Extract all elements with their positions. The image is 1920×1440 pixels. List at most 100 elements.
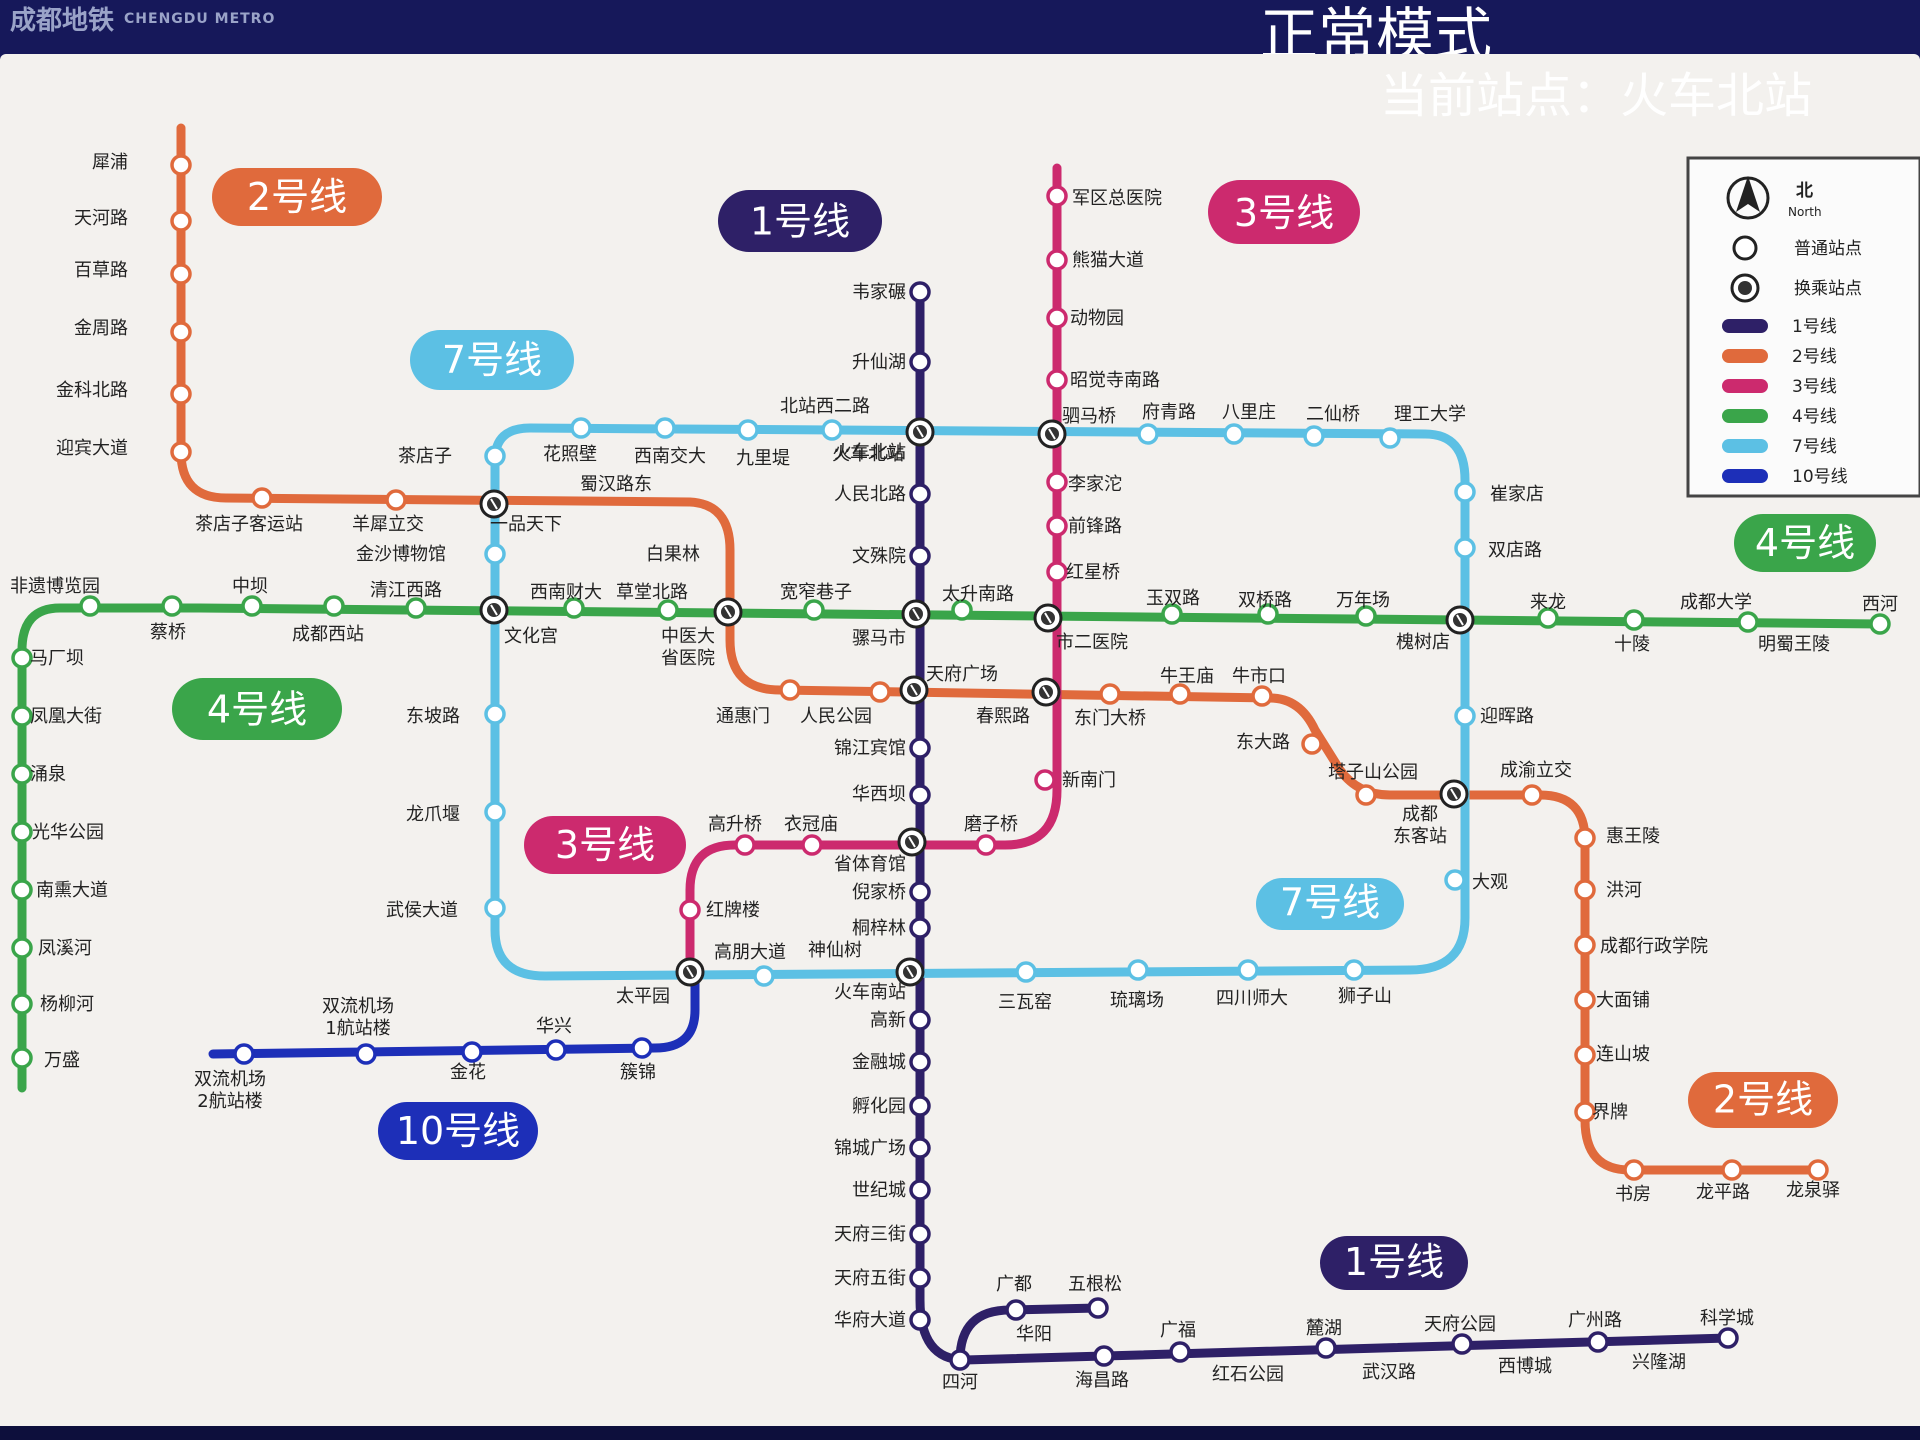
station-label-line7-19: 琉璃场	[1110, 990, 1164, 1011]
line7-station-17	[753, 965, 775, 987]
station-label-line7-10: 理工大学	[1394, 404, 1466, 425]
line1-station-16	[949, 1349, 971, 1371]
line4-station-3	[1537, 607, 1559, 629]
line4-station-9	[657, 599, 679, 621]
line2-station-12	[1251, 685, 1273, 707]
line1-station-6	[909, 881, 931, 903]
legend-swatch-line3	[1722, 379, 1768, 393]
station-label-line7-4: 北站西二路	[780, 396, 870, 417]
station-label-line1-22: 广都	[996, 1274, 1032, 1295]
station-label-line1-19: 天府五街	[834, 1268, 906, 1289]
transfer-station-0	[905, 417, 935, 447]
line4-station-14	[161, 595, 183, 617]
station-label-line1-14: 金融城	[852, 1052, 906, 1073]
station-label-line7-12: 双店路	[1488, 540, 1542, 561]
line7-station-11	[1454, 705, 1476, 727]
station-label-line2_west-17: 牛王庙	[1160, 666, 1214, 687]
station-label-line10-3: 金花	[450, 1062, 486, 1083]
line2-station-9	[869, 681, 891, 703]
line1-station-8	[909, 1009, 931, 1031]
line-badge-text-0: 2号线	[247, 175, 347, 219]
line1-station-22	[1717, 1327, 1739, 1349]
legend-north-en: North	[1788, 205, 1822, 219]
line4-station-12	[323, 595, 345, 617]
line2-path	[176, 123, 1823, 1175]
station-label-line1-7: 锦江宾馆	[834, 738, 906, 759]
line1-station-23	[1005, 1299, 1027, 1321]
line-badge-text-8: 10号线	[396, 1109, 520, 1153]
station-label-line1-24: 华阳	[1016, 1324, 1052, 1345]
transfer-station-2	[479, 489, 509, 519]
logo-en: CHENGDU METRO	[124, 10, 276, 27]
line-badge-text-3: 7号线	[442, 338, 542, 382]
line4-station-5	[1257, 603, 1279, 625]
line2-station-24	[1807, 1159, 1829, 1181]
line4-station-13	[241, 595, 263, 617]
line4-station-2	[1623, 609, 1645, 631]
station-label-zhongyida: 中医大省医院	[661, 626, 715, 669]
station-label-line3-4: 驷马桥	[1062, 406, 1116, 427]
station-label-line7-2: 西南交大	[634, 446, 706, 467]
line7-station-16	[1015, 961, 1037, 983]
station-label-line2_west-12: 通惠门	[716, 706, 770, 727]
station-label-line3-8: 市二医院	[1056, 632, 1128, 653]
line7-station-5	[1137, 423, 1159, 445]
station-label-line2_west-14: 天府广场	[926, 664, 998, 685]
station-label-line4-25: 光华公园	[32, 822, 104, 843]
legend-label-line1: 1号线	[1792, 317, 1837, 337]
line1-station-20	[1451, 1333, 1473, 1355]
station-label-line3-11: 磨子桥	[964, 814, 1018, 835]
legend-transfer-label: 换乘站点	[1794, 279, 1862, 299]
station-label-line1-0: 韦家碾	[852, 282, 906, 303]
station-label-line2_west-4: 金科北路	[56, 380, 128, 401]
station-label-line2_west-25: 成都行政学院	[1600, 936, 1708, 957]
line2-station-23	[1721, 1159, 1743, 1181]
station-label-line2_west-18: 牛市口	[1232, 666, 1286, 687]
line10-station-1	[545, 1039, 567, 1061]
line-badge-text-2: 3号线	[1234, 191, 1334, 235]
station-label-line7-17: 狮子山	[1338, 986, 1392, 1007]
transfer-station-13	[675, 957, 705, 987]
line-badge-1: 1号线	[718, 190, 882, 252]
station-label-line4-3: 成都西站	[292, 624, 364, 645]
station-label-line4-24: 涌泉	[30, 764, 66, 785]
station-label-line1-23: 五根松	[1068, 1274, 1122, 1295]
lines-layer	[17, 123, 1885, 1365]
line7-station-21	[484, 543, 506, 565]
line10-station-3	[355, 1043, 377, 1065]
line-badge-10: 1号线	[1320, 1236, 1468, 1290]
station-label-line3-2: 动物园	[1070, 308, 1124, 329]
transfer-station-12	[895, 957, 925, 987]
legend-label-line2: 2号线	[1792, 347, 1837, 367]
line3-station-3	[1046, 369, 1068, 391]
line1-station-1	[909, 351, 931, 373]
station-label-line7-14: 迎晖路	[1480, 706, 1534, 727]
station-label-line4-19: 成都大学	[1680, 592, 1752, 613]
station-label-line1-18: 天府三街	[834, 1224, 906, 1245]
station-label-line7-0: 茶店子	[398, 446, 452, 467]
station-label-line2_west-10: 白果林	[646, 544, 700, 565]
station-label-line4-5: 文化宫	[504, 626, 558, 647]
station-label-line4-15: 万年场	[1336, 590, 1390, 611]
line7-station-19	[484, 801, 506, 823]
station-label-line3-7: 红星桥	[1066, 562, 1120, 583]
line-badge-5: 4号线	[172, 678, 342, 740]
station-label-line3-15: 红牌楼	[706, 900, 760, 921]
station-label-line4-0: 非遗博览园	[10, 576, 100, 597]
station-label-line2_west-20: 塔子山公园	[1328, 762, 1418, 783]
transfer-station-3	[479, 595, 509, 625]
logo-cn: 成都地铁	[10, 6, 115, 36]
line2-station-10	[1099, 683, 1121, 705]
line1-station-17	[1093, 1345, 1115, 1367]
transfer-station-6	[1033, 603, 1063, 633]
transfer-station-11	[897, 827, 927, 857]
line1-station-3	[909, 545, 931, 567]
line-badge-text-7: 7号线	[1280, 880, 1380, 924]
line4-station-15	[79, 595, 101, 617]
station-label-line2_west-22: 成渝立交	[1500, 760, 1572, 781]
line2-station-14	[1355, 784, 1377, 806]
station-label-line1-4: 文殊院	[852, 546, 906, 567]
legend-label-line3: 3号线	[1792, 377, 1837, 397]
